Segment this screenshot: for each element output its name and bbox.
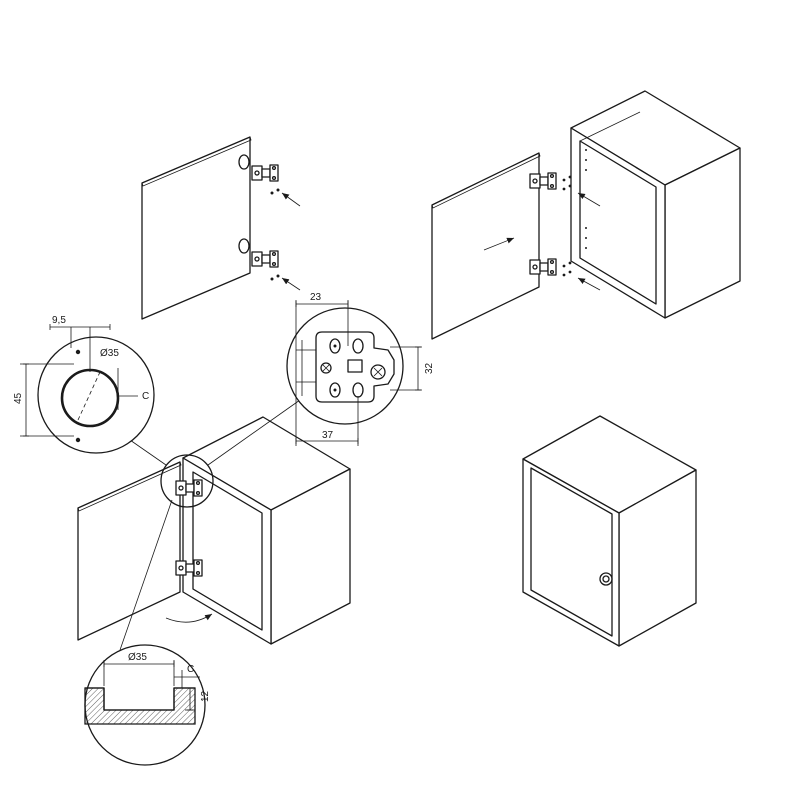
- dim-cup-diameter-top: Ø35: [100, 348, 119, 359]
- cabinet-step2: [570, 90, 741, 319]
- arrow-step2-top: [577, 192, 601, 207]
- door-panel-step1: [141, 136, 252, 320]
- system-holes-step2: [585, 149, 587, 249]
- dim-plate-height: 32: [424, 362, 435, 374]
- dim-height-45: 45: [13, 392, 24, 404]
- arrow-step2-door: [483, 237, 515, 251]
- dim-cup-depth: 12: [200, 690, 211, 702]
- detail-mounting-plate: [286, 300, 422, 446]
- knob: [599, 572, 613, 586]
- dim-clearance-top: C: [142, 391, 149, 402]
- arrow-step2-bottom: [577, 277, 601, 291]
- dim-plate-length: 37: [322, 430, 334, 441]
- dim-top-offset: 9,5: [52, 315, 66, 326]
- leader-plate-detail: [207, 399, 301, 466]
- arrow-step1-bottom: [281, 277, 301, 291]
- hinge-step1-bottom: [251, 250, 279, 268]
- hinge-step2-bottom: [529, 258, 557, 276]
- arrow-step1-top: [281, 192, 301, 207]
- detail-drilling-pattern: [20, 324, 155, 454]
- cabinet-step3: [182, 416, 351, 645]
- hinge-step2-top: [529, 172, 557, 190]
- door-panel-step2: [431, 152, 541, 340]
- leader-bottom-detail: [119, 499, 173, 651]
- dim-cup-diameter-bottom: Ø35: [128, 652, 147, 663]
- detail-callout-circle: [160, 454, 214, 508]
- dim-plate-width: 23: [310, 292, 322, 303]
- door-panel-step3: [77, 461, 182, 641]
- screws-step1: [270, 188, 280, 281]
- cabinet-closed: [522, 415, 697, 647]
- screws-step2: [562, 175, 572, 277]
- detail-cup-section: [84, 644, 206, 766]
- door-swing-arrow: [165, 613, 213, 623]
- hinge-step1-top: [251, 164, 279, 182]
- cup-hole-bottom: [238, 238, 250, 254]
- cup-hole-top: [238, 154, 250, 170]
- leader-left-detail: [129, 439, 167, 466]
- dim-clearance-bottom: C: [187, 664, 194, 675]
